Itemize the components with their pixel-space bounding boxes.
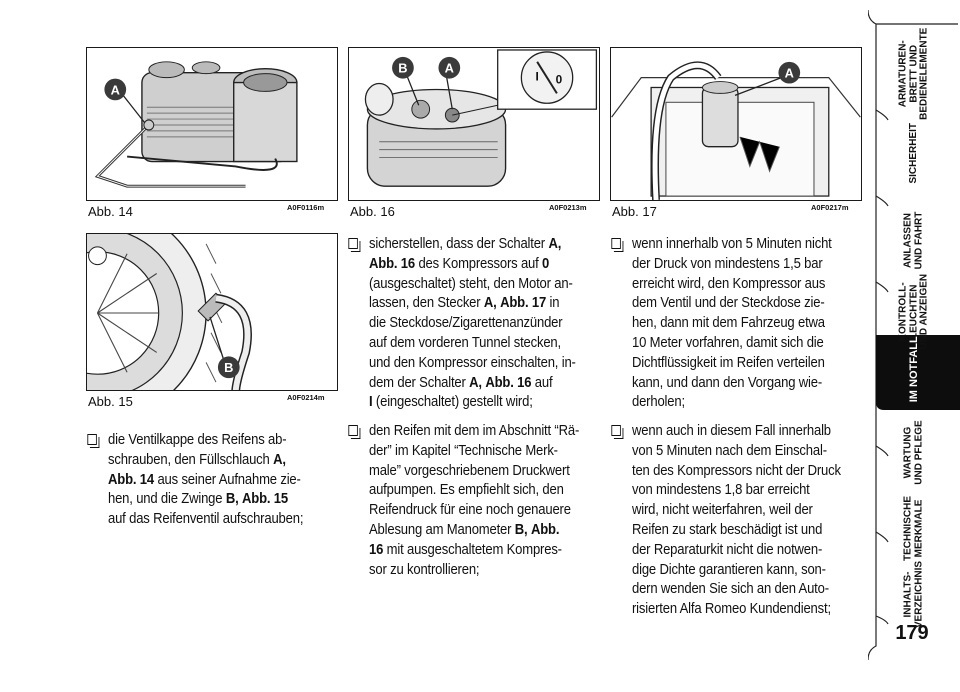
instruction-pressure-check-1: wenn innerhalb von 5 Minuten nicht der D…: [611, 234, 832, 412]
instruction-inflate-tyre: den Reifen mit dem im Abschnitt “Rä- der…: [348, 421, 580, 579]
tyre-valve-illustration: B: [87, 234, 252, 390]
text-line: wird, nicht weiterfahren, weil der: [632, 501, 813, 519]
text-line: (ausgeschaltet) steht, den Motor an-: [369, 274, 573, 292]
instruction-fit-clamp: die Ventilkappe des Reifens ab- schraube…: [87, 430, 304, 529]
switch-o-label: 0: [556, 73, 563, 87]
sidebar-tab-outline: [868, 9, 960, 661]
text-line: hen, dann mit dem Fahrzeug etwa: [632, 314, 825, 332]
text-line: dem der Schalter A, Abb. 16 auf: [369, 373, 553, 391]
text-line: und den Kompressor einschalten, in-: [369, 353, 576, 371]
text-line: Dichtflüssigkeit im Reifen verteilen: [632, 353, 825, 371]
figure-abb-15: B: [86, 233, 338, 391]
text-line: dige Dichte garantieren kann, son-: [632, 560, 826, 578]
checkbox-bullet-icon: [87, 434, 100, 448]
text-line: den Reifen mit dem im Abschnitt “Rä-: [369, 422, 580, 439]
figure-abb-17: A: [610, 47, 862, 201]
text-line: hen, und die Zwinge B, Abb. 15: [108, 490, 289, 508]
socket-plug-illustration: A: [611, 61, 861, 200]
text-line: dern wenden Sie sich an den Auto-: [632, 580, 829, 598]
figure-code: A0F0214m: [287, 393, 325, 402]
text-line: kann, und dann den Vorgang wie-: [632, 373, 823, 391]
text-line: auf das Reifenventil aufschrauben;: [108, 510, 304, 528]
instruction-switch-on-compressor: sicherstellen, dass der Schalter A, Abb.…: [348, 234, 576, 412]
checkbox-bullet-icon: [611, 238, 624, 252]
figure-label: Abb. 15: [88, 394, 133, 409]
text-line: Abb. 14 aus seiner Aufnahme zie-: [108, 470, 301, 488]
checkbox-bullet-icon: [348, 238, 361, 252]
text-line: Reifendruck für eine noch genauere: [369, 501, 571, 519]
text-line: wenn innerhalb von 5 Minuten nicht: [632, 235, 832, 252]
text-line: von mindestens 1,8 bar erreicht: [632, 481, 810, 499]
compressor-switch-illustration: I 0 B A: [364, 49, 598, 187]
text-line: risierten Alfa Romeo Kundendienst;: [632, 600, 831, 618]
figure-abb-14: A: [86, 47, 338, 201]
callout-b: B: [224, 360, 233, 375]
text-line: lassen, den Stecker A, Abb. 17 in: [369, 294, 560, 312]
instruction-pressure-check-2: wenn auch in diesem Fall innerhalb von 5…: [611, 421, 841, 619]
figure-code: A0F0217m: [811, 203, 849, 212]
figure-label: Abb. 16: [350, 204, 395, 219]
callout-a: A: [111, 82, 120, 97]
page-number: 179: [895, 622, 929, 644]
figure-abb-16: I 0 B A: [348, 47, 600, 201]
text-line: Reifen zu stark beschädigt ist und: [632, 520, 823, 538]
text-line: dem Ventil und der Steckdose zie-: [632, 294, 825, 312]
text-line: der Druck von mindestens 1,5 bar: [632, 254, 823, 272]
figure-label: Abb. 14: [88, 204, 133, 219]
figure-label: Abb. 17: [612, 204, 657, 219]
text-line: I (eingeschaltet) gestellt wird;: [369, 393, 533, 411]
checkbox-bullet-icon: [348, 425, 361, 439]
checkbox-bullet-icon: [611, 425, 624, 439]
figure-code: A0F0116m: [287, 203, 325, 212]
text-line: der” im Kapitel “Technische Merk-: [369, 441, 558, 459]
text-line: von 5 Minuten nach dem Einschal-: [632, 441, 827, 459]
text-line: wenn auch in diesem Fall innerhalb: [632, 422, 831, 439]
text-line: male” vorgeschriebenem Druckwert: [369, 461, 570, 479]
text-line: Abb. 16 des Kompressors auf 0: [369, 254, 550, 272]
text-line: ten des Kompressors nicht der Druck: [632, 461, 841, 479]
text-line: aufpumpen. Es empfiehlt sich, den: [369, 481, 564, 499]
switch-i-label: I: [536, 70, 539, 84]
text-line: die Steckdose/Zigarettenanzünder: [369, 314, 563, 332]
text-line: Ablesung am Manometer B, Abb.: [369, 520, 560, 538]
callout-a: A: [445, 61, 454, 76]
text-line: 10 Meter vorfahren, damit sich die: [632, 333, 824, 351]
text-line: erreicht wird, den Kompressor aus: [632, 274, 826, 292]
sidebar-tab-inhaltsverzeichnis[interactable]: INHALTS- VERZEICHNIS: [868, 561, 960, 628]
figure-code: A0F0213m: [549, 203, 587, 212]
text-line: der Reparaturkit nicht die notwen-: [632, 540, 823, 558]
text-line: schrauben, den Füllschlauch A,: [108, 450, 286, 468]
callout-b: B: [398, 61, 407, 76]
compressor-illustration: A: [94, 61, 298, 188]
text-line: auf dem vorderen Tunnel stecken,: [369, 333, 561, 351]
text-line: sor zu kontrollieren;: [369, 560, 480, 578]
callout-a: A: [785, 66, 794, 81]
text-line: 16 mit ausgeschaltetem Kompres-: [369, 540, 562, 558]
text-line: derholen;: [632, 393, 685, 411]
text-line: die Ventilkappe des Reifens ab-: [108, 431, 287, 448]
text-line: sicherstellen, dass der Schalter A,: [369, 235, 562, 252]
